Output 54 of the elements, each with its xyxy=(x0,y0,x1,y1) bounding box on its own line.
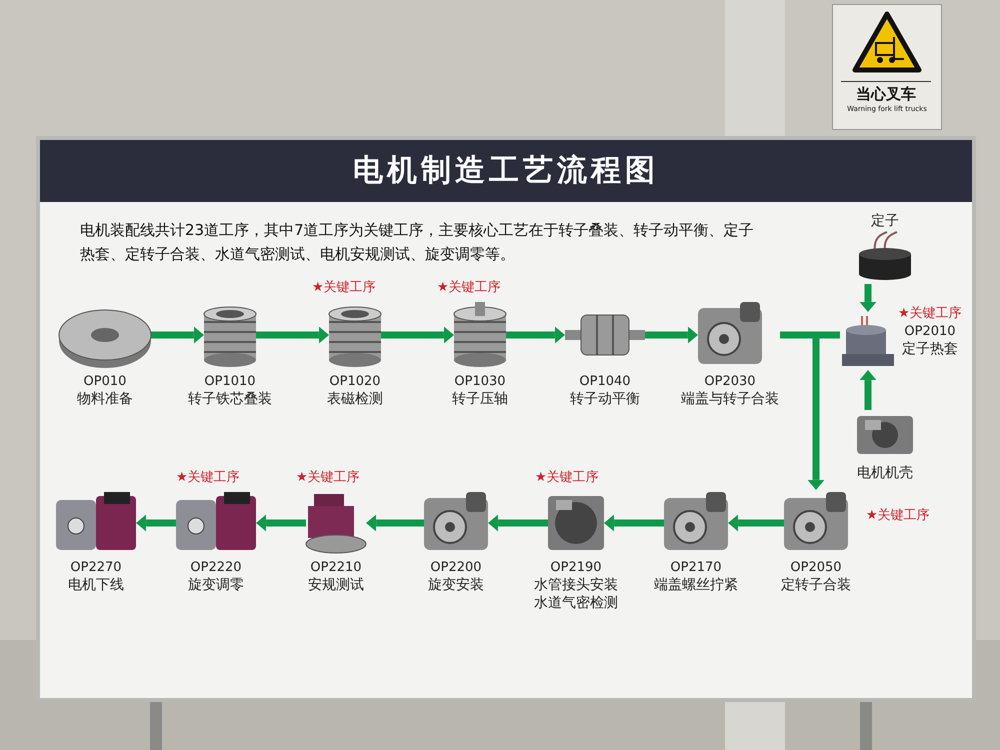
step-name: 转子铁芯叠装 xyxy=(188,390,272,408)
arrow xyxy=(136,514,176,532)
step-code: OP1020 xyxy=(329,374,381,390)
step-name: 水管接头安装 xyxy=(534,576,618,594)
key-process-label: ★关键工序 xyxy=(535,470,599,486)
arrow xyxy=(604,514,664,532)
key-process-label: ★关键工序 xyxy=(898,306,962,322)
step-code: OP1010 xyxy=(204,374,256,390)
arrow xyxy=(151,326,204,344)
step-code: OP2270 xyxy=(70,560,122,576)
step-name: 旋变安装 xyxy=(428,576,484,594)
arrow xyxy=(728,514,784,532)
step-name: 转子压轴 xyxy=(452,390,508,408)
arrow xyxy=(256,326,329,344)
step-name: 端盖螺丝拧紧 xyxy=(654,576,738,594)
step-name: 旋变调零 xyxy=(188,576,244,594)
part-label: 定子 xyxy=(871,212,899,230)
step-name: 定转子合装 xyxy=(781,576,851,594)
step-name: 转子动平衡 xyxy=(570,390,640,408)
arrow xyxy=(860,370,876,410)
step-name: 电机下线 xyxy=(68,576,124,594)
step-code: OP2220 xyxy=(190,560,242,576)
key-process-label: ★关键工序 xyxy=(296,470,360,486)
key-process-label: ★关键工序 xyxy=(866,508,930,524)
step-code: OP2170 xyxy=(670,560,722,576)
arrow xyxy=(860,284,876,312)
arrow xyxy=(366,514,424,532)
step-name: 表磁检测 xyxy=(327,390,383,408)
step-name: 水道气密检测 xyxy=(534,594,618,612)
step-code: OP010 xyxy=(84,374,126,390)
step-code: OP2190 xyxy=(550,560,602,576)
key-process-label: ★关键工序 xyxy=(176,470,240,486)
step-code: OP1040 xyxy=(579,374,631,390)
step-code: OP2200 xyxy=(430,560,482,576)
key-process-label: ★关键工序 xyxy=(437,280,501,296)
intro-paragraph: 电机装配线共计23道工序，其中7道工序为关键工序，主要核心工艺在于转子叠装、转子动平衡、定子热套、定转子合装、水道气密测试、电机安规测试、旋变调零等。 xyxy=(80,220,755,265)
arrow xyxy=(488,514,548,532)
step-code: OP2010 xyxy=(904,324,956,340)
step-code: OP2030 xyxy=(704,374,756,390)
sign-text: 当心叉车 xyxy=(841,81,931,104)
step-name: 物料准备 xyxy=(77,390,133,408)
step-code: OP2050 xyxy=(790,560,842,576)
arrow xyxy=(506,326,565,344)
step-name: 端盖与转子合装 xyxy=(681,390,779,408)
key-process-label: ★关键工序 xyxy=(312,280,376,296)
step-name: 安规测试 xyxy=(308,576,364,594)
arrow xyxy=(381,326,454,344)
arrow xyxy=(645,326,698,344)
step-name: 定子热套 xyxy=(902,340,958,358)
step-code: OP2210 xyxy=(310,560,362,576)
title: 电机制造工艺流程图 xyxy=(352,152,660,190)
arrow xyxy=(256,514,306,532)
part-label: 电机机壳 xyxy=(857,464,913,482)
step-code: OP1030 xyxy=(454,374,506,390)
